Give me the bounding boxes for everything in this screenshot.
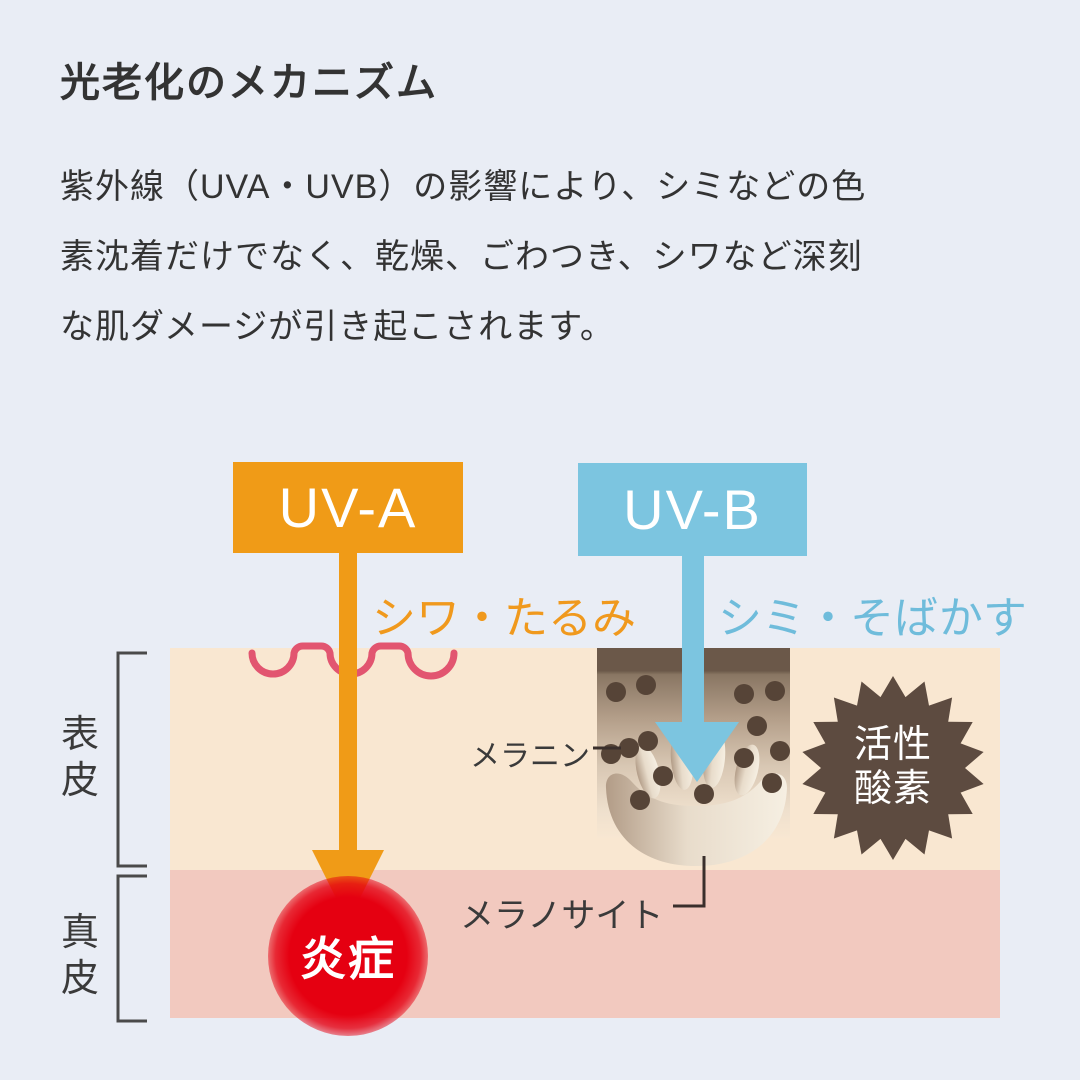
uva-effect-label: シワ・たるみ (372, 594, 636, 643)
inflammation-bubble: 炎症 (268, 876, 428, 1036)
reactive-oxygen-line-2: 酸素 (853, 768, 932, 810)
melanin-label: メラニン (470, 740, 590, 773)
uvb-box: UV-B (578, 463, 807, 556)
intro-line-1: 紫外線（UVA・UVB）の影響により、シミなどの色 (60, 168, 867, 206)
uvb-effect-label: シミ・そばかす (718, 594, 1027, 643)
uva-box: UV-A (233, 462, 463, 553)
melanocyte-label: メラノサイト (460, 897, 664, 935)
epidermis-label: 表皮 (60, 714, 99, 802)
uvb-label: UV-B (623, 478, 762, 541)
inflammation-label: 炎症 (300, 933, 396, 985)
uva-label: UV-A (278, 476, 418, 539)
intro-line-3: な肌ダメージが引き起こされます。 (60, 308, 615, 346)
reactive-oxygen-line-1: 活性 (853, 724, 932, 766)
page-title: 光老化のメカニズム (60, 61, 438, 105)
dermis-bracket (116, 874, 147, 1023)
intro-paragraph: 紫外線（UVA・UVB）の影響により、シミなどの色 素沈着だけでなく、乾燥、ごわ… (60, 152, 1020, 362)
intro-line-2: 素沈着だけでなく、乾燥、ごわつき、シワなど深刻 (60, 238, 863, 276)
dermis-label: 真皮 (60, 912, 99, 1000)
reactive-oxygen-label: 活性 酸素 (813, 723, 973, 811)
epidermis-bracket (116, 651, 147, 868)
